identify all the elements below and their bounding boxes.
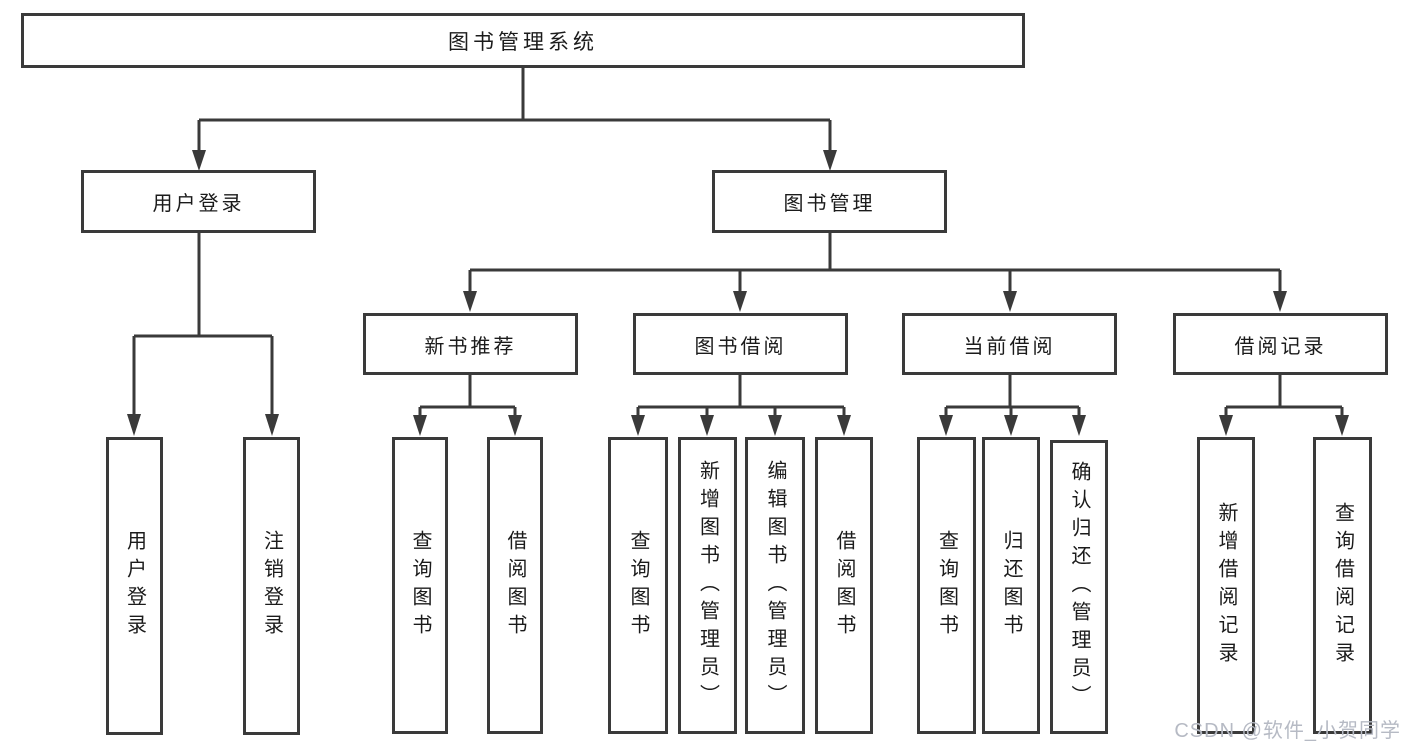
leaf-confirm-return-admin: 确认归还（管理员） (1050, 440, 1108, 734)
node-new-book-recommend: 新书推荐 (363, 313, 578, 375)
leaf-logout: 注销登录 (243, 437, 300, 735)
node-book-management: 图书管理 (712, 170, 947, 233)
leaf-borrow-books-recommend: 借阅图书 (487, 437, 543, 734)
leaf-query-books-current: 查询图书 (917, 437, 976, 734)
node-root: 图书管理系统 (21, 13, 1025, 68)
node-current-borrow: 当前借阅 (902, 313, 1117, 375)
node-borrow-records: 借阅记录 (1173, 313, 1388, 375)
leaf-query-borrow-record: 查询借阅记录 (1313, 437, 1372, 734)
arrowheads (127, 150, 1349, 436)
leaf-edit-book-admin: 编辑图书（管理员） (745, 437, 805, 734)
leaf-query-books-borrow: 查询图书 (608, 437, 668, 734)
leaf-user-login: 用户登录 (106, 437, 163, 735)
leaf-query-books-recommend: 查询图书 (392, 437, 448, 734)
leaf-add-book-admin: 新增图书（管理员） (678, 437, 737, 734)
node-user-login: 用户登录 (81, 170, 316, 233)
node-book-borrow: 图书借阅 (633, 313, 848, 375)
leaf-borrow-books-borrow: 借阅图书 (815, 437, 873, 734)
leaf-add-borrow-record: 新增借阅记录 (1197, 437, 1255, 734)
csdn-watermark: CSDN @软件_小贺同学 (1174, 720, 1401, 742)
leaf-return-book: 归还图书 (982, 437, 1040, 734)
